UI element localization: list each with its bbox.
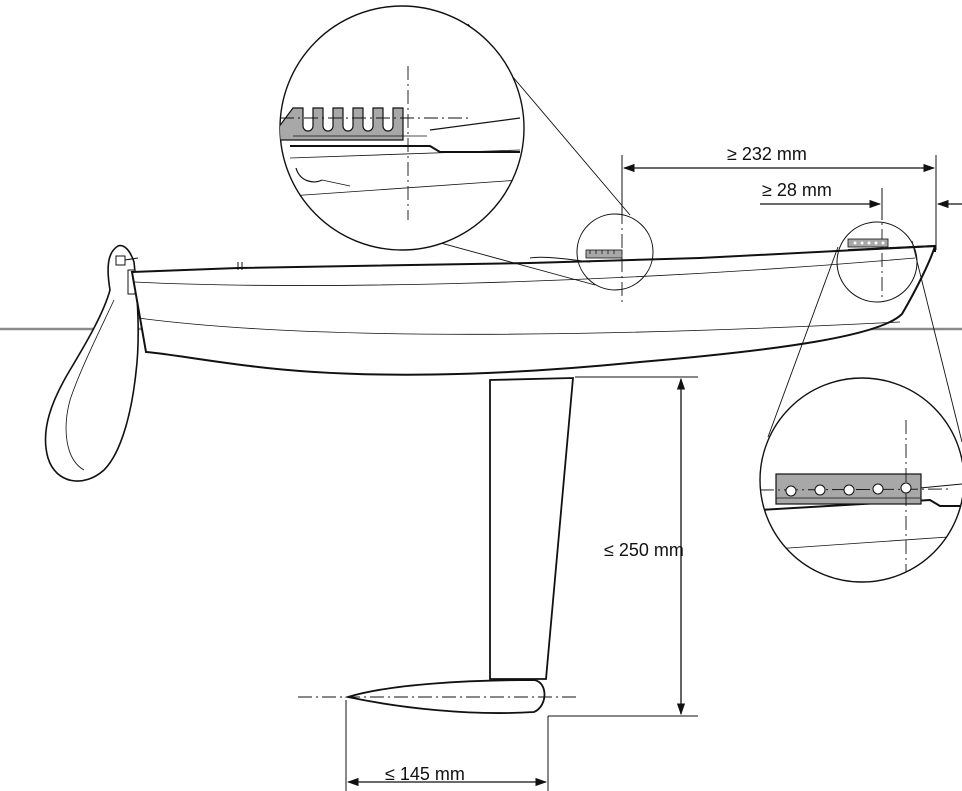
extension-lines <box>345 155 937 791</box>
keel <box>344 377 574 714</box>
callout-leaders <box>311 23 962 443</box>
forward-mark <box>576 213 654 291</box>
hull <box>130 244 937 376</box>
dim-label-232: ≥ 232 mm <box>727 144 807 164</box>
rudder <box>44 244 139 482</box>
dim-label-28: ≥ 28 mm <box>762 180 832 200</box>
aft-strip-detail <box>759 377 962 583</box>
dim-label-145: ≤ 145 mm <box>385 764 465 784</box>
dim-label-250: ≤ 250 mm <box>604 540 684 560</box>
forward-strip-detail <box>279 5 525 251</box>
